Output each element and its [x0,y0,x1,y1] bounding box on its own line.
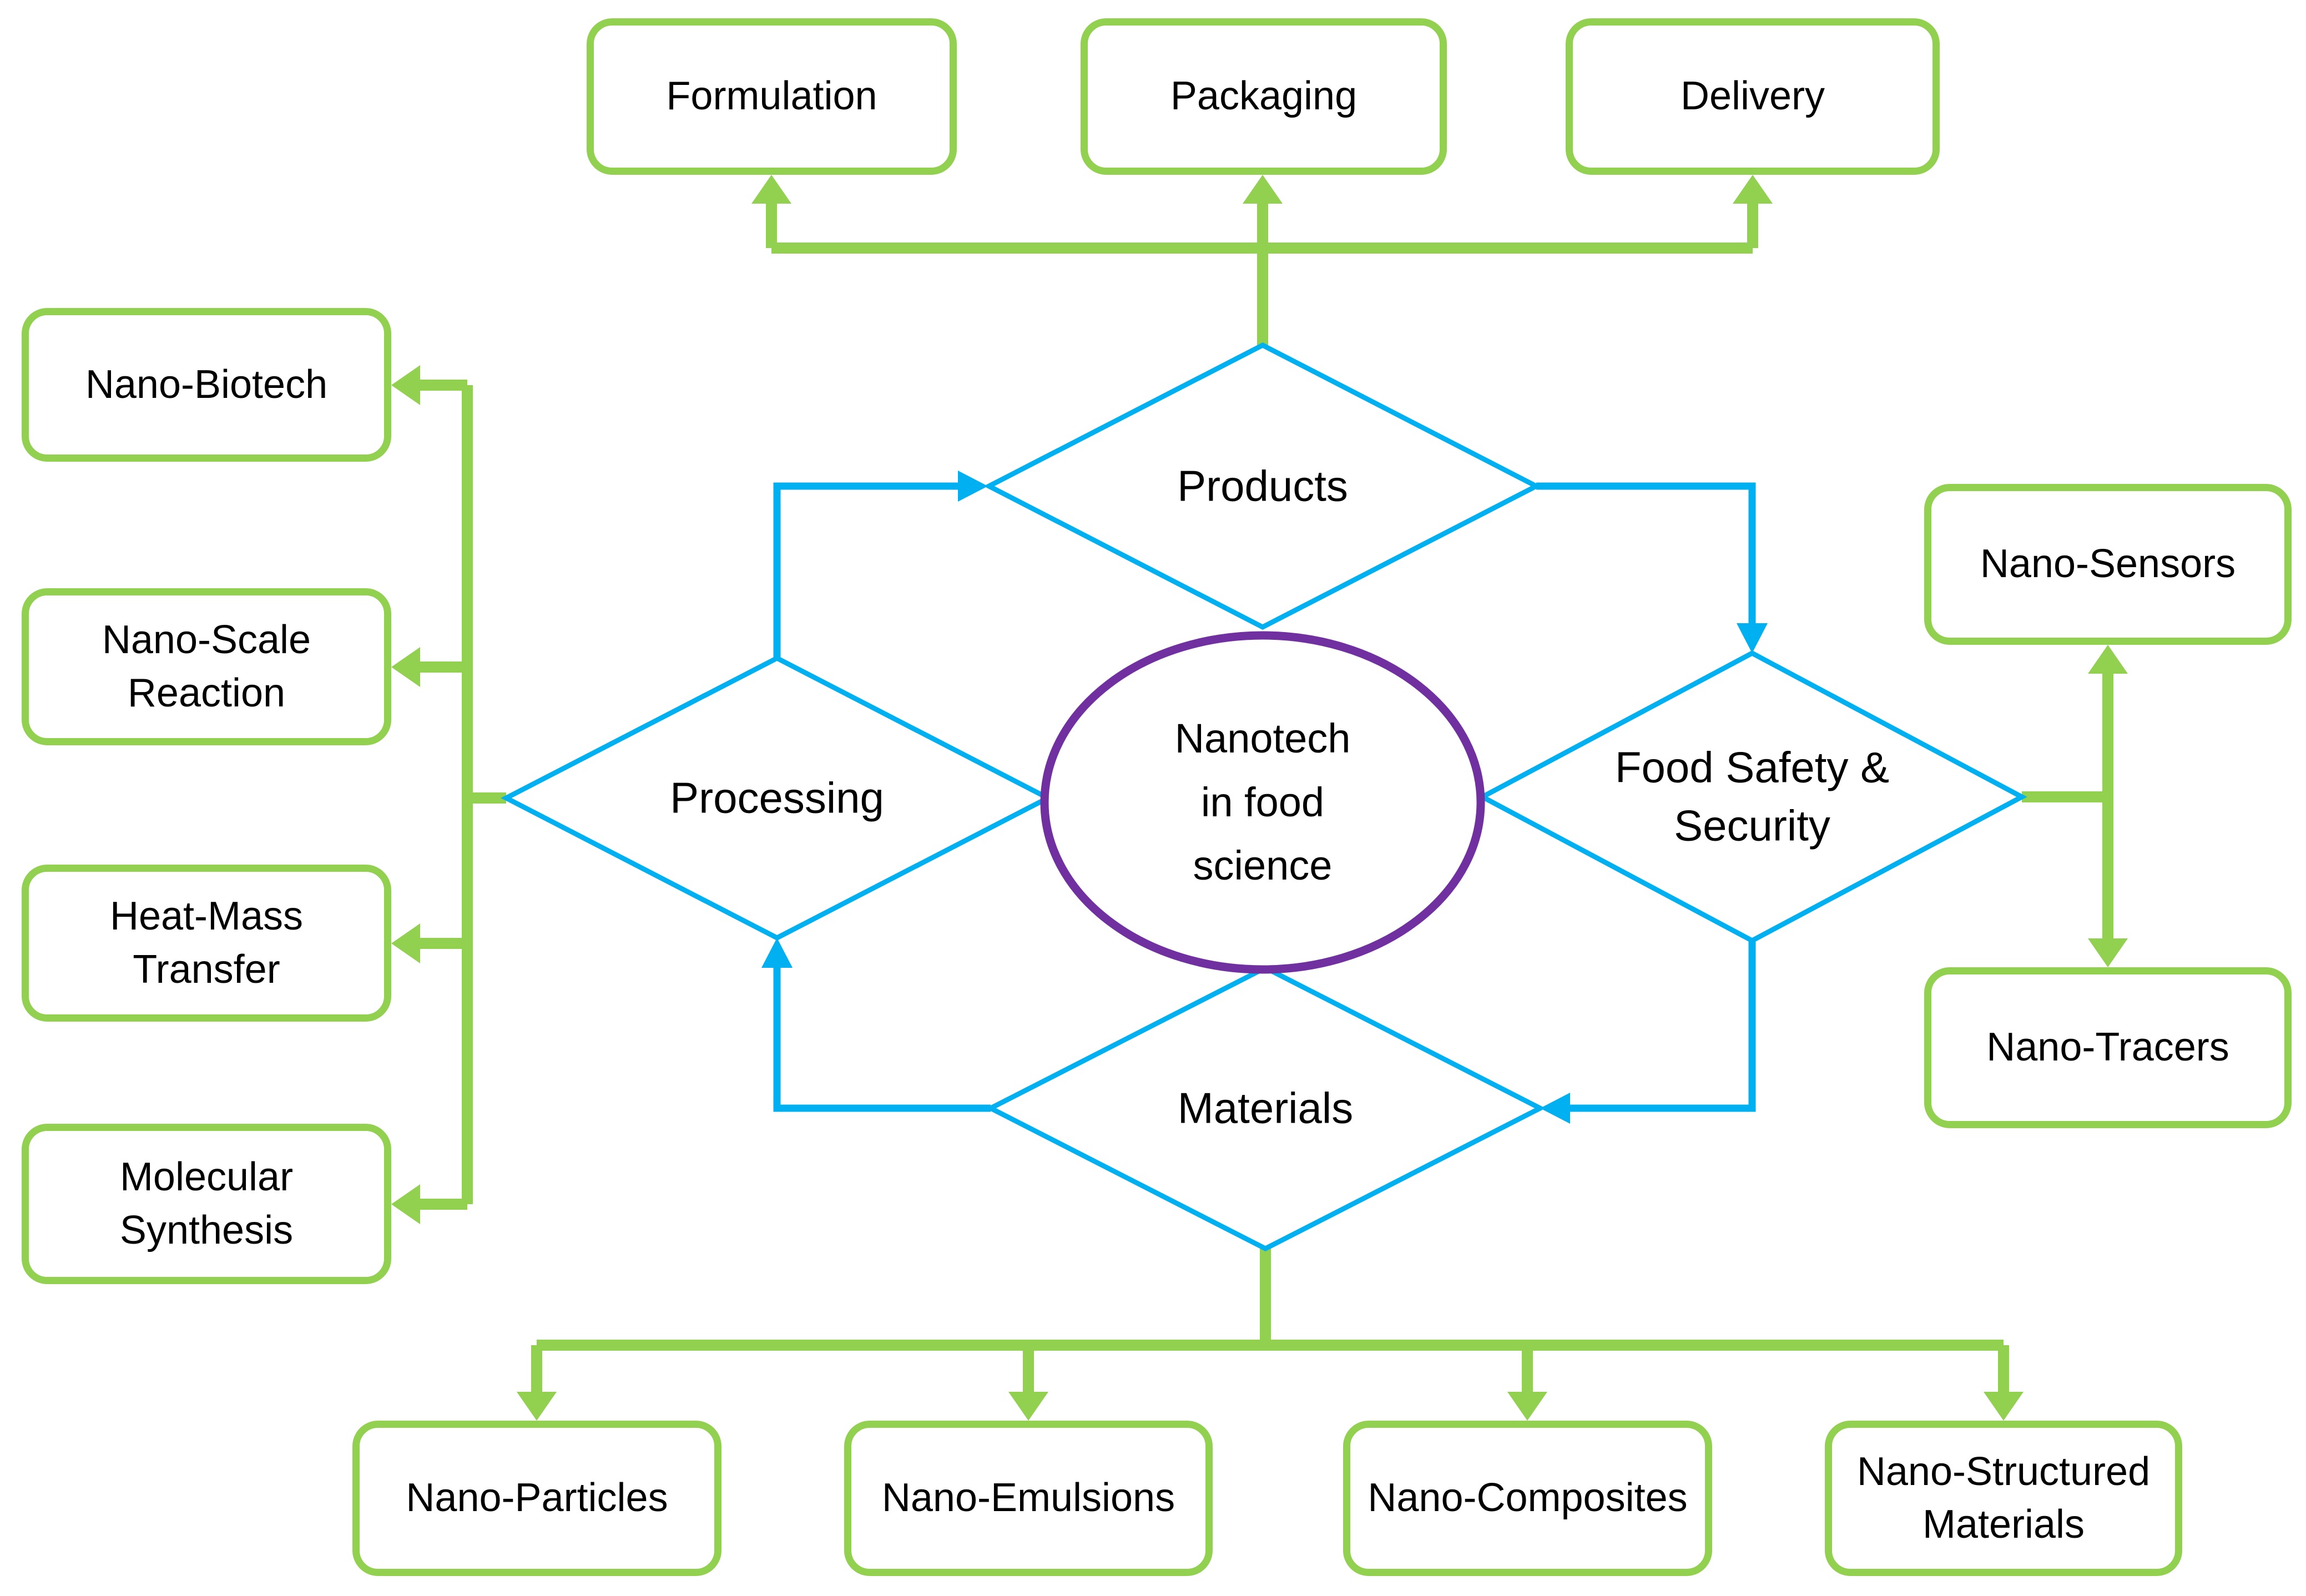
food-safety-security-label: Food Safety & Security [1615,739,1889,856]
nano-emulsions-label: Nano-Emulsions [881,1476,1175,1521]
nano-tracers-label: Nano-Tracers [1986,1025,2229,1070]
arrowhead-to-nano-biotech [391,365,420,405]
nano-structured-materials-box: Nano-Structured Materials [1825,1421,2182,1576]
nano-particles-label: Nano-Particles [406,1476,668,1521]
nano-scale-reaction-label-line2: Reaction [127,670,286,715]
arrowhead-to-delivery [1733,175,1773,204]
materials-label: Materials [1178,1079,1353,1137]
materials-branch-connector [517,1249,2024,1421]
nano-sensors-label: Nano-Sensors [1980,542,2236,587]
processing-to-products-line [773,482,958,658]
center-label-line3: science [1193,842,1333,889]
food-safety-label-line2: Security [1674,801,1830,850]
materials-to-processing-line [773,968,991,1112]
nano-biotech-label: Nano-Biotech [85,362,328,407]
molecular-synthesis-box: Molecular Synthesis [22,1124,391,1284]
arrowhead-to-nano-structured-materials [1984,1392,2024,1421]
nano-composites-box: Nano-Composites [1343,1421,1712,1576]
arrowhead-to-heat-mass-transfer [391,923,420,963]
molecular-synthesis-label-line1: Molecular [119,1155,294,1200]
molecular-synthesis-label-line2: Synthesis [119,1208,294,1252]
formulation-box: Formulation [587,18,957,175]
heat-mass-transfer-label-line1: Heat-Mass [109,894,304,939]
products-label: Products [1177,457,1348,515]
products-to-food-safety-line [1536,482,1756,623]
products-branch-lines [766,204,1758,345]
arrowhead-to-formulation [751,175,791,204]
center-ellipse-label: Nanotech in food science [1175,707,1351,898]
materials-diamond [985,964,1546,1252]
processing-diamond [501,655,1053,941]
cycle-connectors [761,471,1768,1124]
packaging-box: Packaging [1081,18,1447,175]
arrowhead-to-nano-tracers [2088,938,2128,967]
nano-scale-reaction-box: Nano-Scale Reaction [22,588,391,745]
nano-particles-box: Nano-Particles [352,1421,721,1576]
nano-biotech-box: Nano-Biotech [22,308,391,462]
processing-branch-lines [420,380,506,1210]
arrowhead-to-nano-particles [517,1392,557,1421]
products-branch-connector [751,175,1773,345]
nano-scale-reaction-label-line1: Nano-Scale [102,618,311,663]
food-safety-branch-connector [2022,645,2128,967]
products-label-text: Products [1177,461,1348,511]
materials-branch-lines [531,1249,2009,1392]
arrowhead-to-packaging [1243,175,1283,204]
heat-mass-transfer-label-line2: Transfer [133,947,280,992]
center-label-line1: Nanotech [1174,715,1351,761]
processing-label-text: Processing [670,773,884,822]
nano-composites-label: Nano-Composites [1368,1476,1688,1521]
arrowhead-to-nano-emulsions [1008,1392,1048,1421]
products-diamond [983,342,1542,630]
food-safety-branch-lines [2022,674,2113,938]
arrowhead-to-nano-scale-reaction [391,647,420,687]
arrowhead-to-nano-sensors [2088,645,2128,674]
nano-structured-materials-label-line2: Materials [1922,1502,2085,1547]
center-label-line2: in food [1200,779,1325,825]
delivery-box: Delivery [1566,18,1940,175]
food-safety-to-materials-line [1570,941,1756,1112]
delivery-label: Delivery [1680,74,1825,119]
materials-label-text: Materials [1177,1083,1354,1133]
arrowhead-into-products [958,471,988,502]
arrowhead-to-nano-composites [1507,1392,1547,1421]
arrowhead-into-materials [1540,1093,1570,1124]
nano-structured-materials-label-line1: Nano-Structured [1856,1449,2151,1494]
center-ellipse [1040,631,1485,974]
formulation-label: Formulation [666,74,877,119]
heat-mass-transfer-box: Heat-Mass Transfer [22,865,391,1022]
packaging-label: Packaging [1170,74,1358,119]
nano-tracers-box: Nano-Tracers [1924,967,2292,1128]
food-safety-label-line1: Food Safety & [1614,743,1890,792]
processing-label: Processing [670,769,884,827]
arrowhead-into-processing [761,938,793,968]
arrowhead-into-food-safety [1737,623,1768,653]
arrowhead-to-molecular-synthesis [391,1184,420,1224]
nano-emulsions-box: Nano-Emulsions [844,1421,1213,1576]
nano-sensors-box: Nano-Sensors [1924,484,2292,645]
processing-branch-connector [391,365,506,1224]
food-safety-security-diamond [1477,650,2027,944]
